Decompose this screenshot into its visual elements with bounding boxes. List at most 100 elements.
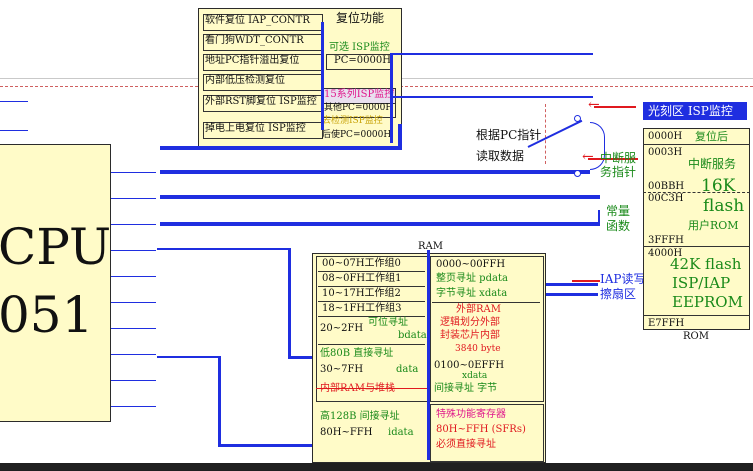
ram-bit-range: 20~2FH [320, 323, 364, 334]
reset-connector [393, 96, 593, 98]
pc-read-label-2: 读取数据 [476, 149, 525, 163]
rom-flash42k: 42K flash [670, 255, 742, 273]
red-arrow-int-head: ← [582, 149, 594, 165]
bus-interrupt [160, 195, 600, 199]
rom-isp-iap: ISP/IAP [672, 274, 731, 292]
ram-xpage-xdata: 字节寻址 xdata [436, 288, 508, 299]
external-ram-panel [430, 256, 544, 402]
const-label-2: 函数 [606, 219, 631, 233]
sfr-panel [430, 404, 544, 462]
bus-const-rise [598, 210, 600, 225]
ram-high128: 高128B 间接寻址 [320, 411, 400, 422]
reset-connector [321, 22, 324, 130]
stack-strike [316, 388, 428, 389]
ram-idata: idata [388, 427, 414, 438]
rom-divider [643, 315, 750, 316]
red-arrow-isp [594, 106, 636, 108]
ram-bit-label: 可位寻址 [368, 317, 408, 328]
rom-block [643, 128, 750, 330]
ram-row-divider [318, 316, 425, 317]
ram-row-divider [318, 286, 425, 287]
reset-title: 复位功能 [336, 11, 385, 25]
rom-addr-00c3: 00C3H [648, 193, 684, 204]
ram-group: 18~1FH工作组3 [322, 303, 402, 314]
rom-divider [643, 192, 750, 194]
reset-source: 地址PC指针溢出复位 [205, 55, 300, 66]
reset-connector [390, 53, 393, 143]
ram-indirect-byte: 间接寻址 字节 [434, 383, 498, 394]
reset-connector [393, 53, 593, 55]
cpu-model-label: 051 [0, 286, 94, 344]
sfr-label-2: 80H~FFH (SFRs) [436, 424, 526, 435]
ram-low80: 低80B 直接寻址 [320, 348, 394, 359]
ram-data-kw: data [396, 364, 419, 375]
guide-dash-mid [545, 104, 546, 164]
ram-group: 10~17H工作组2 [322, 288, 401, 299]
cpu-block [0, 144, 111, 422]
ram-group: 08~0FH工作组1 [322, 273, 402, 284]
ram-ext-label: 外部RAM [456, 304, 501, 315]
rom-addr-00bb: 00BBH [648, 181, 685, 192]
cpu-label: CPU [0, 218, 112, 276]
iap-rw-1: IAP读写 [600, 272, 646, 286]
reset-source: 外部RST脚复位 ISP监控 [205, 96, 317, 107]
isp-banner-label: 光刻区 ISP监控 [648, 104, 733, 118]
bus-reset-rise [398, 124, 402, 150]
pc-0000-label: PC=0000H [334, 55, 391, 66]
ram-row-divider [318, 271, 425, 272]
ram-group: 00~07H工作组0 [322, 258, 401, 269]
ram-high128-range: 80H~FFH [320, 427, 373, 438]
series15-isp-label: 15系列ISP监控 [324, 89, 395, 100]
rom-divider [643, 246, 750, 247]
ram-logic-1: 逻辑划分外部 [440, 317, 500, 328]
reset-source: 内部低压检测复位 [205, 75, 285, 86]
after-pc-label: 后使PC=0000H [322, 130, 392, 140]
rom-after-reset: 复位后 [695, 130, 728, 143]
isp-banner [643, 102, 747, 120]
iap-rw-2: 擦扇区 [600, 287, 637, 301]
bus-iap [536, 283, 598, 286]
ram-bridge [427, 250, 430, 460]
bus-const [160, 222, 600, 226]
red-arrow-int [588, 158, 638, 160]
red-arrow-isp-head: ← [588, 97, 600, 113]
rom-flash: flash [703, 196, 745, 216]
rom-addr-0000: 0000H [648, 131, 683, 142]
other-pc-label: 其他PC=0000H [324, 103, 394, 113]
ram-logic-2: 封装芯片内部 [440, 330, 500, 341]
rom-addr-0003: 0003H [648, 147, 683, 158]
bus-reset [160, 146, 400, 150]
interrupt-ptr-1: 中断服 [600, 151, 637, 165]
goto-isp-label: 去检测ISP监控 [322, 116, 383, 126]
bus-ram-drop [288, 248, 291, 358]
rom-caption: ROM [683, 331, 709, 342]
red-arrow-iap [572, 280, 600, 282]
isp-optional-label: 可选 ISP监控 [329, 42, 390, 53]
bus-iap-2 [536, 293, 598, 296]
ram-row-divider [318, 344, 425, 345]
ram-bdata: bdata [398, 330, 427, 341]
rom-user-rom: 用户ROM [688, 219, 739, 232]
rom-addr-3fff: 3FFFH [648, 235, 684, 246]
rom-addr-4000: 4000H [648, 248, 683, 259]
rom-interrupt-service: 中断服务 [688, 157, 737, 171]
ram-caption: RAM [418, 241, 443, 252]
ram-low80-range: 30~7FH [320, 364, 364, 375]
ram-row-divider [318, 301, 425, 302]
pc-read-label-1: 根据PC指针 [476, 128, 542, 142]
reset-source: 看门狗WDT_CONTR [205, 35, 304, 46]
interrupt-ptr-2: 务指针 [600, 165, 637, 179]
sfr-label-3: 必须直接寻址 [436, 439, 496, 450]
ram-internal-stack: 内部RAM与堆栈 [320, 383, 395, 394]
ram-xdata: xdata [462, 371, 488, 381]
sfr-label-1: 特殊功能寄存器 [436, 409, 506, 420]
ram-xpage: 0000~00FFH [436, 259, 506, 270]
bus-ram-in [288, 356, 318, 359]
rom-addr-e7ff: E7FFH [648, 318, 685, 329]
rom-divider [643, 144, 750, 145]
ram-xrange: 0100~0EFFH [434, 360, 505, 371]
reset-source: 软件复位 IAP_CONTR [205, 15, 310, 26]
bus-ram [157, 248, 290, 250]
ram-row-divider [432, 302, 540, 303]
bus-sfr [157, 356, 220, 358]
